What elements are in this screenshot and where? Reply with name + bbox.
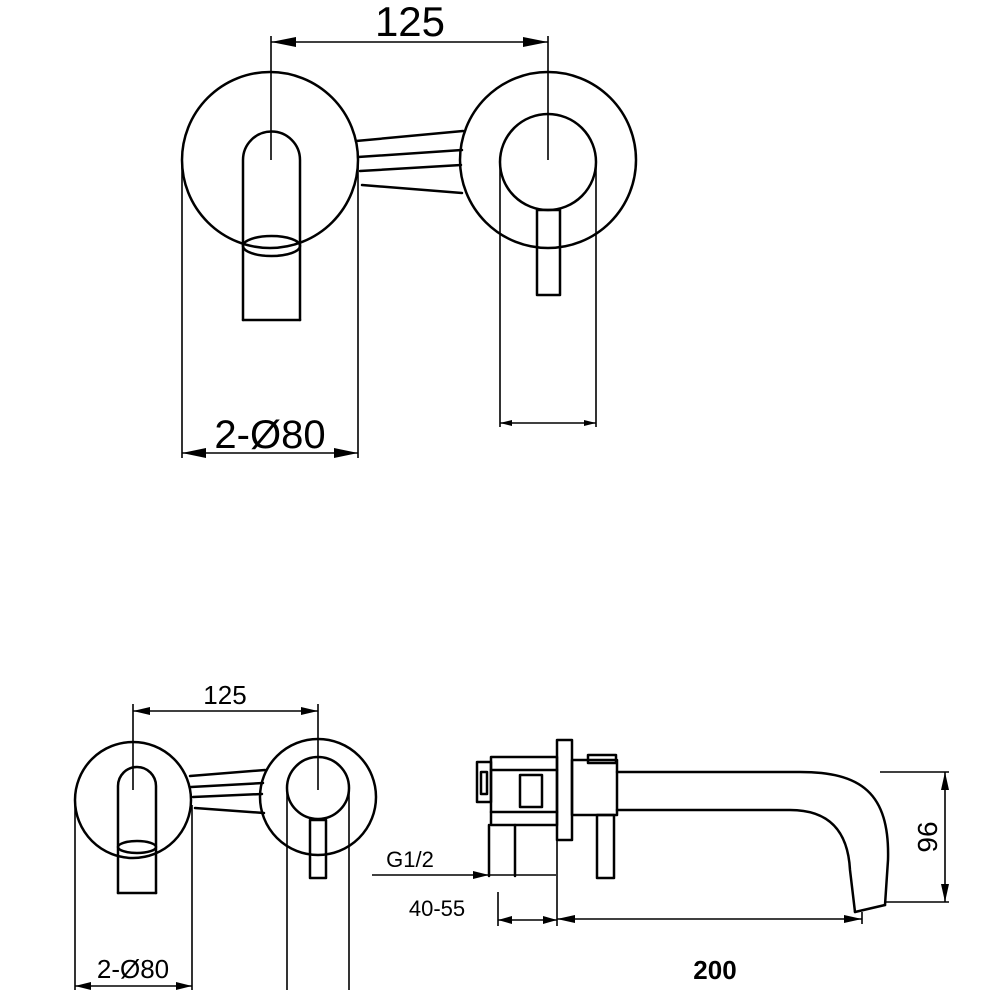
small-spacing-dimension: 125 bbox=[132, 680, 319, 790]
spout-length-arrow-right bbox=[844, 915, 862, 923]
wall-depth-arrow-left bbox=[498, 916, 512, 924]
valve-cap bbox=[475, 760, 493, 804]
large-diameter-label: 2-Ø80 bbox=[214, 413, 325, 457]
small-spacing-label: 125 bbox=[203, 680, 246, 710]
small-handle-lever bbox=[308, 818, 328, 880]
spout-length-label: 200 bbox=[693, 955, 736, 985]
large-connecting-pipe bbox=[354, 129, 465, 195]
large-spout-wall-plate bbox=[180, 70, 360, 250]
spout-height-label: 96 bbox=[912, 821, 943, 852]
small-spout-body bbox=[116, 765, 158, 895]
spout-height-arrow-top bbox=[941, 772, 949, 790]
thread-label: G1/2 bbox=[386, 847, 434, 872]
spout-tip bbox=[853, 903, 887, 914]
spout-height-dimension: 96 bbox=[880, 771, 949, 903]
valve-cap-inner bbox=[479, 770, 489, 796]
valve-body bbox=[489, 755, 559, 827]
large-diameter-arrow-left bbox=[182, 448, 206, 458]
thread-arrow bbox=[473, 871, 489, 879]
large-pipe-line-2 bbox=[356, 148, 464, 159]
small-connecting-pipe bbox=[188, 768, 267, 815]
small-diameter-arrow-left bbox=[75, 982, 91, 990]
large-spacing-arrow-right bbox=[523, 37, 548, 47]
wall-depth-dimension: 40-55 bbox=[409, 840, 558, 926]
small-pipe-line-1 bbox=[188, 768, 267, 778]
large-spacing-dimension: 125 bbox=[270, 0, 549, 160]
spout-length-arrow-left bbox=[557, 915, 575, 923]
small-front-view: 125 2-Ø80 bbox=[73, 680, 378, 990]
side-view: 96 G1/2 40-55 200 bbox=[372, 738, 949, 985]
large-pipe-line-1 bbox=[354, 129, 465, 143]
small-spout-outlet bbox=[116, 839, 158, 855]
small-diameter-dimension: 2-Ø80 bbox=[74, 805, 193, 990]
large-pipe-line-4 bbox=[360, 183, 464, 195]
large-front-view: 125 2-Ø80 bbox=[180, 0, 638, 458]
spout-bottom-edge bbox=[615, 808, 857, 914]
large-spout-outlet bbox=[241, 234, 302, 258]
small-pipe-line-4 bbox=[193, 806, 266, 815]
large-spacing-arrow-left bbox=[271, 37, 296, 47]
wall-depth-label: 40-55 bbox=[409, 896, 465, 921]
thread-callout: G1/2 bbox=[372, 847, 556, 879]
large-knob-arrow-left bbox=[500, 420, 512, 426]
small-diameter-arrow-right bbox=[176, 982, 192, 990]
spout-top-edge bbox=[615, 770, 890, 907]
large-knob-arrow-right bbox=[584, 420, 596, 426]
valve-body-core bbox=[518, 773, 544, 809]
large-spacing-label: 125 bbox=[375, 0, 445, 45]
large-handle-lever bbox=[535, 208, 562, 297]
collar-top-cap bbox=[586, 753, 618, 765]
small-pipe-line-3 bbox=[191, 792, 264, 799]
side-handle-lever bbox=[595, 813, 616, 880]
side-wall-plate bbox=[555, 738, 574, 842]
small-spacing-arrow-left bbox=[133, 707, 150, 715]
small-spout-wall-plate bbox=[73, 740, 193, 860]
small-spacing-arrow-right bbox=[301, 707, 318, 715]
large-diameter-dimension: 2-Ø80 bbox=[181, 165, 359, 458]
small-pipe-line-2 bbox=[189, 781, 265, 789]
small-handle-wall-plate bbox=[258, 737, 378, 857]
spout-collar bbox=[570, 758, 619, 817]
spout-height-arrow-bottom bbox=[941, 884, 949, 902]
large-diameter-arrow-right bbox=[334, 448, 358, 458]
wall-depth-arrow-right bbox=[543, 916, 557, 924]
small-diameter-label: 2-Ø80 bbox=[97, 954, 169, 984]
large-spout-body bbox=[241, 130, 302, 322]
spout-length-dimension: 200 bbox=[557, 912, 863, 985]
large-handle-wall-plate bbox=[458, 70, 638, 250]
large-pipe-line-3 bbox=[358, 163, 463, 173]
